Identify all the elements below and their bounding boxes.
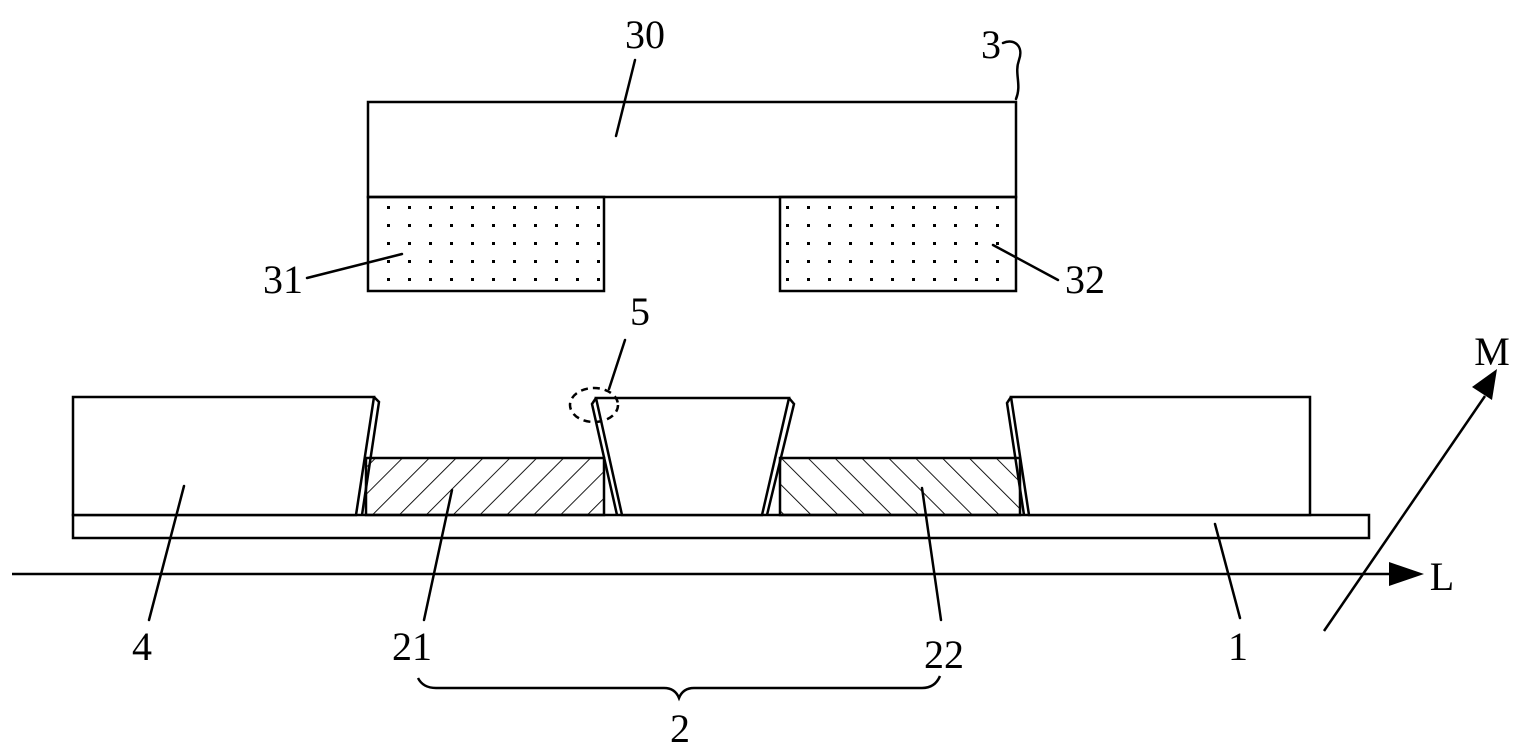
arrow-right-icon — [1389, 562, 1424, 586]
label-32: 32 — [1065, 257, 1105, 302]
label-1: 1 — [1228, 624, 1248, 669]
leader-1 — [1213, 522, 1242, 620]
label-3: 3 — [981, 22, 1001, 67]
block-4 — [71, 395, 381, 517]
label-5: 5 — [630, 289, 650, 334]
leader-30 — [614, 58, 637, 138]
label-4: 4 — [132, 624, 152, 669]
pad-32 — [778, 195, 1018, 293]
substrate-1 — [71, 513, 1371, 540]
leader-21 — [422, 488, 454, 622]
label-axis-L: L — [1430, 554, 1454, 599]
pad-21 — [364, 456, 606, 517]
label-22: 22 — [924, 632, 964, 677]
leader-5 — [607, 338, 627, 391]
label-21: 21 — [392, 624, 432, 669]
pad-31 — [366, 195, 606, 293]
middle-block — [590, 396, 796, 517]
label-31: 31 — [263, 257, 303, 302]
axis-L — [12, 562, 1424, 586]
brace-2 — [416, 675, 942, 702]
leader-22 — [920, 486, 943, 622]
detail-circle-5 — [568, 386, 620, 424]
upper-component-3 — [366, 40, 1022, 293]
right-block — [1005, 395, 1312, 517]
leader-31 — [305, 252, 404, 280]
arrow-diagonal-icon — [1472, 369, 1497, 400]
body-30 — [366, 100, 1018, 199]
axis-M — [1322, 369, 1497, 632]
leader-32 — [991, 243, 1060, 282]
leader-4 — [147, 484, 186, 622]
label-2: 2 — [670, 706, 690, 751]
leader-3 — [1001, 40, 1022, 101]
label-axis-M: M — [1474, 329, 1510, 374]
pad-22 — [778, 456, 1022, 517]
label-30: 30 — [625, 12, 665, 57]
